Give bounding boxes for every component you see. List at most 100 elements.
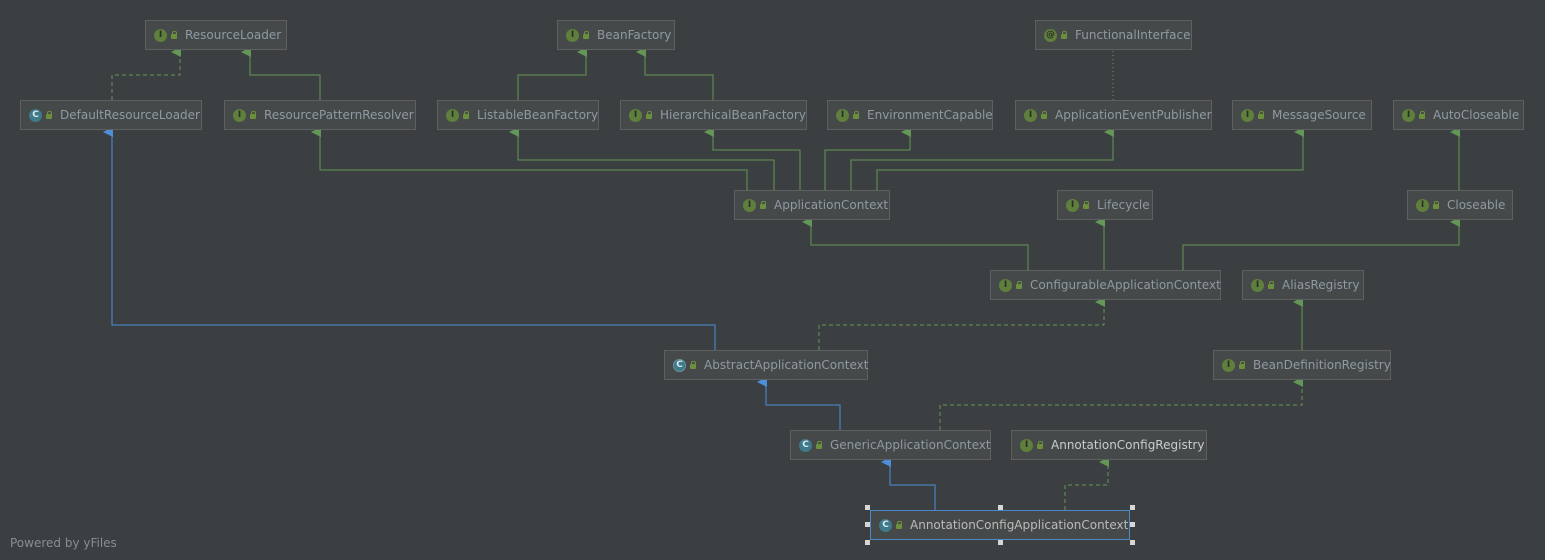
interface-icon: I bbox=[629, 108, 642, 122]
node-application-context[interactable]: I ApplicationContext bbox=[734, 190, 890, 220]
lock-icon bbox=[645, 111, 653, 119]
interface-icon: I bbox=[743, 198, 756, 212]
node-hierarchical-bean-factory[interactable]: I HierarchicalBeanFactory bbox=[620, 100, 807, 130]
lock-icon bbox=[759, 201, 767, 209]
edge-aac-configurable bbox=[818, 297, 1105, 350]
node-label: AnnotationConfigApplicationContext bbox=[910, 518, 1129, 532]
node-message-source[interactable]: I MessageSource bbox=[1232, 100, 1372, 130]
lock-icon bbox=[1015, 281, 1023, 289]
node-label: ResourcePatternResolver bbox=[264, 108, 414, 122]
lock-icon bbox=[1036, 441, 1044, 449]
node-generic-application-context[interactable]: C GenericApplicationContext bbox=[790, 430, 991, 460]
interface-icon: I bbox=[836, 108, 849, 122]
node-label: EnvironmentCapable bbox=[867, 108, 993, 122]
lock-icon bbox=[582, 31, 590, 39]
abstract-class-icon: C bbox=[673, 358, 686, 372]
node-label: Closeable bbox=[1447, 198, 1506, 212]
node-label: AliasRegistry bbox=[1282, 278, 1360, 292]
edge-gac-abstract bbox=[757, 377, 841, 430]
lock-icon bbox=[170, 31, 178, 39]
lock-icon bbox=[852, 111, 860, 119]
selection-handle[interactable] bbox=[998, 540, 1003, 545]
lock-icon bbox=[1267, 281, 1275, 289]
node-label: AbstractApplicationContext bbox=[704, 358, 869, 372]
class-icon: C bbox=[29, 108, 42, 122]
interface-icon: I bbox=[233, 108, 246, 122]
edge-ac-hierarchical-bean-factory bbox=[704, 127, 801, 190]
node-application-event-publisher[interactable]: I ApplicationEventPublisher bbox=[1015, 100, 1212, 130]
lock-icon bbox=[1082, 201, 1090, 209]
interface-icon: I bbox=[566, 28, 579, 42]
node-lifecycle[interactable]: I Lifecycle bbox=[1057, 190, 1153, 220]
node-label: MessageSource bbox=[1272, 108, 1366, 122]
node-annotation-config-application-context[interactable]: C AnnotationConfigApplicationContext bbox=[870, 510, 1130, 540]
node-default-resource-loader[interactable]: C DefaultResourceLoader bbox=[20, 100, 202, 130]
edge-acac-generic bbox=[881, 457, 936, 510]
edge-ac-application-event-publisher bbox=[850, 127, 1114, 190]
edge-ac-listable-bean-factory bbox=[509, 127, 775, 190]
node-alias-registry[interactable]: I AliasRegistry bbox=[1242, 270, 1364, 300]
edge-cac-closeable bbox=[1182, 217, 1460, 270]
selection-handle[interactable] bbox=[1130, 522, 1135, 527]
node-label: DefaultResourceLoader bbox=[60, 108, 200, 122]
interface-icon: I bbox=[1024, 108, 1037, 122]
node-label: ListableBeanFactory bbox=[477, 108, 599, 122]
interface-icon: I bbox=[1222, 358, 1235, 372]
edge-resource-pattern-resolver bbox=[241, 47, 321, 100]
selection-handle[interactable] bbox=[1130, 540, 1135, 545]
edge-ac-resource-pattern-resolver bbox=[311, 127, 748, 190]
node-label: Lifecycle bbox=[1097, 198, 1150, 212]
lock-icon bbox=[1040, 111, 1048, 119]
edge-hierarchical-bean-factory bbox=[636, 47, 714, 100]
edge-listable-bean-factory bbox=[517, 47, 587, 100]
node-environment-capable[interactable]: I EnvironmentCapable bbox=[827, 100, 993, 130]
interface-icon: I bbox=[1066, 198, 1079, 212]
node-label: HierarchicalBeanFactory bbox=[660, 108, 806, 122]
node-label: AnnotationConfigRegistry bbox=[1051, 438, 1205, 452]
interface-icon: I bbox=[446, 108, 459, 122]
lock-icon bbox=[249, 111, 257, 119]
node-auto-closeable[interactable]: I AutoCloseable bbox=[1393, 100, 1524, 130]
edge-ac-environment-capable bbox=[824, 127, 911, 190]
class-icon: C bbox=[799, 438, 812, 452]
node-label: BeanFactory bbox=[597, 28, 672, 42]
node-functional-interface[interactable]: @ FunctionalInterface bbox=[1035, 20, 1192, 50]
class-icon: C bbox=[879, 518, 892, 532]
lock-icon bbox=[45, 111, 53, 119]
node-label: ApplicationContext bbox=[774, 198, 889, 212]
lock-icon bbox=[462, 111, 470, 119]
lock-icon bbox=[1257, 111, 1265, 119]
selection-handle[interactable] bbox=[865, 522, 870, 527]
selection-handle[interactable] bbox=[865, 540, 870, 545]
node-label: ResourceLoader bbox=[185, 28, 282, 42]
selection-handle[interactable] bbox=[865, 505, 870, 510]
node-abstract-application-context[interactable]: C AbstractApplicationContext bbox=[664, 350, 868, 380]
node-label: ApplicationEventPublisher bbox=[1055, 108, 1212, 122]
node-resource-loader[interactable]: I ResourceLoader bbox=[145, 20, 287, 50]
selection-handle[interactable] bbox=[998, 505, 1003, 510]
edge-acac-registry bbox=[1064, 457, 1109, 510]
node-bean-factory[interactable]: I BeanFactory bbox=[557, 20, 675, 50]
node-resource-pattern-resolver[interactable]: I ResourcePatternResolver bbox=[224, 100, 416, 130]
interface-icon: I bbox=[1251, 278, 1264, 292]
node-label: BeanDefinitionRegistry bbox=[1253, 358, 1391, 372]
lock-icon bbox=[895, 521, 903, 529]
lock-icon bbox=[1418, 111, 1426, 119]
edge-cac-application-context bbox=[802, 217, 1029, 270]
node-label: AutoCloseable bbox=[1433, 108, 1520, 122]
selection-handle[interactable] bbox=[1130, 505, 1135, 510]
lock-icon bbox=[1060, 31, 1068, 39]
node-annotation-config-registry[interactable]: I AnnotationConfigRegistry bbox=[1011, 430, 1207, 460]
watermark: Powered by yFiles bbox=[10, 536, 117, 550]
node-label: FunctionalInterface bbox=[1075, 28, 1191, 42]
node-closeable[interactable]: I Closeable bbox=[1407, 190, 1513, 220]
node-configurable-application-context[interactable]: I ConfigurableApplicationContext bbox=[990, 270, 1221, 300]
lock-icon bbox=[689, 361, 697, 369]
edge-gac-bean-definition-registry bbox=[939, 377, 1303, 430]
edge-ac-message-source bbox=[876, 127, 1304, 190]
node-bean-definition-registry[interactable]: I BeanDefinitionRegistry bbox=[1213, 350, 1391, 380]
node-listable-bean-factory[interactable]: I ListableBeanFactory bbox=[437, 100, 599, 130]
lock-icon bbox=[1238, 361, 1246, 369]
annotation-icon: @ bbox=[1044, 28, 1057, 42]
